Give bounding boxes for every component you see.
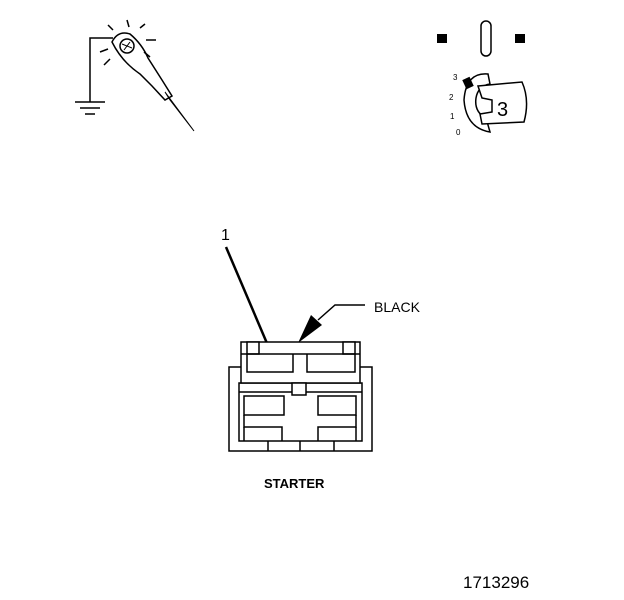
key-position-0: 0 — [456, 128, 461, 137]
key-slot — [480, 20, 492, 57]
test-light-probe-icon — [75, 19, 195, 132]
ignition-key-switch-icon: 3 2 1 0 3 — [437, 20, 528, 137]
key-position-1: 1 — [450, 112, 455, 121]
wire-color-leader — [298, 304, 365, 343]
ground-symbol-icon — [75, 100, 105, 115]
figure-id: 1713296 — [463, 573, 529, 592]
probe-tip — [164, 91, 195, 132]
key-indicator-left — [437, 34, 447, 43]
light-rays — [99, 19, 156, 66]
component-label: STARTER — [264, 476, 325, 491]
key-indicator-right — [515, 34, 525, 43]
key-position-3: 3 — [453, 73, 458, 82]
key-position-label: 3 — [497, 99, 508, 121]
callout-number: 1 — [221, 227, 230, 244]
terminal-cavity-left — [243, 395, 285, 416]
terminal-cavity-right — [317, 395, 357, 416]
position-marker — [462, 76, 474, 90]
connector-latch-block — [240, 341, 361, 384]
wire-color-label: BLACK — [374, 299, 421, 315]
key-head — [476, 81, 528, 125]
key-position-2: 2 — [449, 93, 454, 102]
starter-connector-icon — [228, 341, 373, 452]
ground-lead-wire — [89, 37, 113, 100]
